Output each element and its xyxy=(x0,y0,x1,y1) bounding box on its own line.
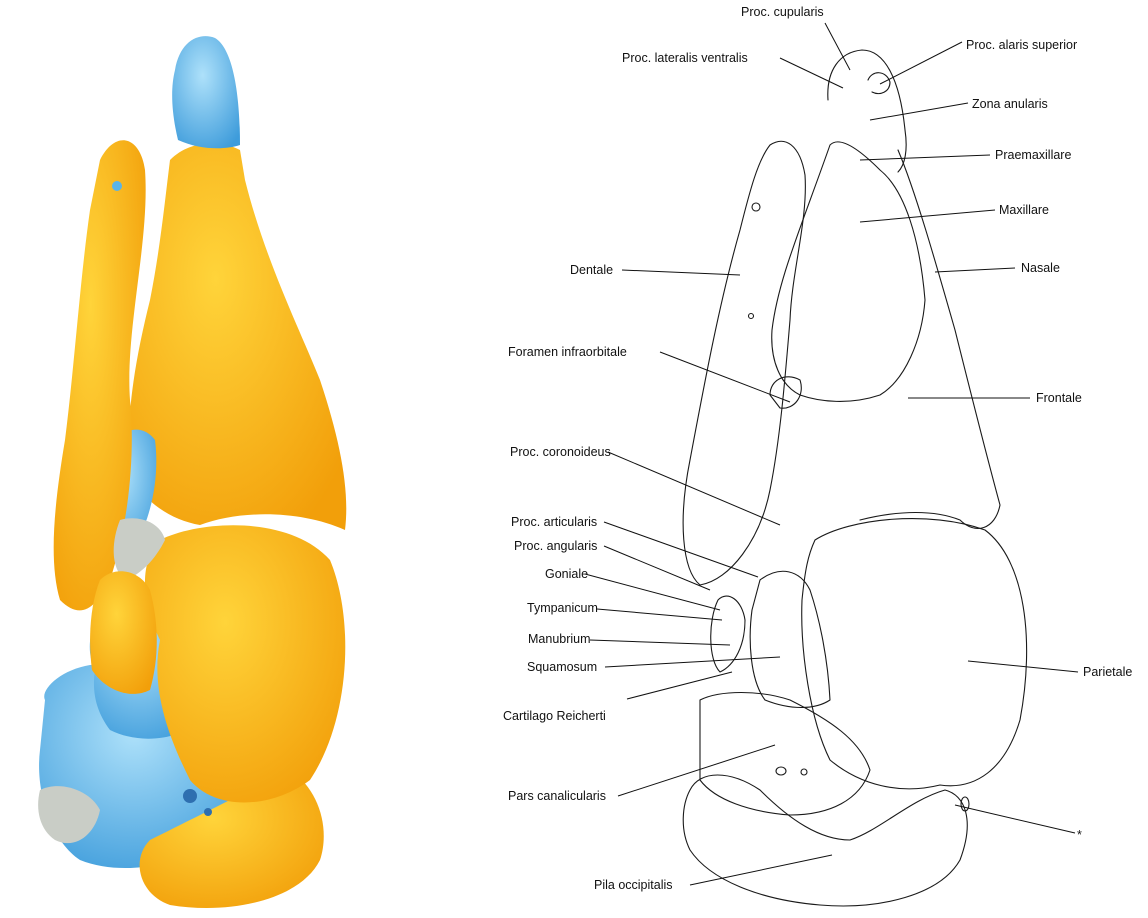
outline-dentale-hole xyxy=(749,314,754,319)
outline-rostrum xyxy=(828,50,906,172)
label-tympanicum: Tympanicum xyxy=(527,601,598,615)
label-pars-canalicularis: Pars canalicularis xyxy=(508,789,606,803)
foramen-dot xyxy=(183,789,197,803)
outline-parietale xyxy=(802,519,1027,789)
outline-frontale xyxy=(860,150,1000,528)
label-foramen-infraorbitale: Foramen infraorbitale xyxy=(508,345,627,359)
outline-occipitale xyxy=(683,775,967,906)
squamosal-bone xyxy=(90,571,157,694)
label-pila-occipitalis: Pila occipitalis xyxy=(594,878,673,892)
frontal-bone xyxy=(129,143,347,530)
outline-canal-hole xyxy=(801,769,807,775)
label-asterisk: * xyxy=(1077,828,1082,842)
label-dentale: Dentale xyxy=(570,263,613,277)
label-manubrium: Manubrium xyxy=(528,632,591,646)
label-frontale: Frontale xyxy=(1036,391,1082,405)
rostral-cartilage xyxy=(172,36,240,148)
label-proc-coronoideus: Proc. coronoideus xyxy=(510,445,611,459)
label-proc-articularis: Proc. articularis xyxy=(511,515,597,529)
label-squamosum: Squamosum xyxy=(527,660,597,674)
skull-outline-drawing xyxy=(683,50,1026,906)
label-proc-angularis: Proc. angularis xyxy=(514,539,597,553)
label-praemaxillare: Praemaxillare xyxy=(995,148,1071,162)
label-goniale: Goniale xyxy=(545,567,588,581)
label-proc-alaris-superior: Proc. alaris superior xyxy=(966,38,1077,52)
label-maxillare: Maxillare xyxy=(999,203,1049,217)
label-cartilago-reicherti: Cartilago Reicherti xyxy=(503,709,606,723)
label-parietale: Parietale xyxy=(1083,665,1132,679)
label-zona-anularis: Zona anularis xyxy=(972,97,1048,111)
foramen-dot xyxy=(112,181,122,191)
outline-dentale-hole xyxy=(752,203,760,211)
outline-pars-canalicularis xyxy=(700,693,870,816)
outline-dentale xyxy=(683,141,805,585)
labels: Proc. cupularis Proc. lateralis ventrali… xyxy=(503,5,1132,892)
outline-canal-hole xyxy=(776,767,786,775)
foramen-dot xyxy=(204,808,212,816)
label-proc-lateralis-ventralis: Proc. lateralis ventralis xyxy=(622,51,748,65)
label-proc-cupularis: Proc. cupularis xyxy=(741,5,824,19)
colored-skull-illustration xyxy=(38,36,346,908)
label-nasale: Nasale xyxy=(1021,261,1060,275)
outline-alaris xyxy=(868,73,890,94)
outline-squamosum xyxy=(750,571,830,707)
